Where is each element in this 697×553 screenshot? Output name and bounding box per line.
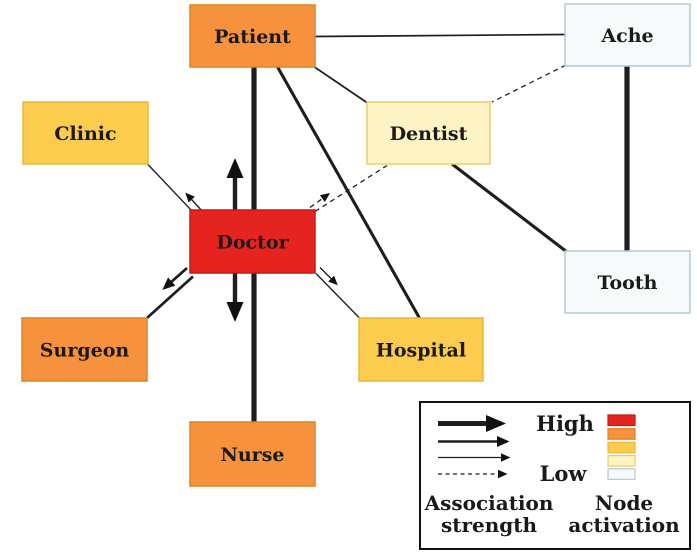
node-dentist-box [366, 101, 491, 165]
edge-clinic-doctor [146, 163, 193, 212]
legend-swatch-low [607, 468, 636, 480]
node-dentist-label: Dentist [390, 123, 468, 145]
node-clinic-label: Clinic [54, 123, 116, 145]
node-clinic: Clinic [22, 101, 149, 165]
legend-caption-activation: activation [568, 513, 680, 537]
edge-patient-ache [314, 33, 566, 38]
edge-doctor-surgeon [146, 275, 194, 320]
node-doctor: Doctor [189, 209, 316, 274]
edge-ache-dentist [491, 64, 567, 103]
node-tooth-label: Tooth [598, 272, 658, 294]
arrows-layer [162, 158, 338, 322]
node-tooth-box [564, 250, 691, 314]
node-clinic-box [22, 101, 149, 165]
legend-caption-strength: strength [441, 513, 538, 537]
node-surgeon-box [21, 317, 148, 382]
node-patient-label: Patient [214, 26, 291, 48]
node-ache-label: Ache [600, 25, 653, 47]
legend-swatch-mid [607, 441, 636, 454]
node-surgeon-label: Surgeon [40, 340, 130, 362]
legend-swatch-medhigh [607, 428, 636, 440]
legend-high-label: High [536, 411, 594, 436]
node-doctor-box [189, 209, 316, 274]
node-patient: Patient [189, 4, 316, 68]
legend-box [419, 401, 691, 550]
edge-patient-hospital [275, 65, 422, 320]
node-hospital-box [358, 317, 484, 382]
node-patient-box [189, 4, 316, 68]
node-nurse: Nurse [189, 421, 316, 487]
node-surgeon: Surgeon [21, 317, 148, 382]
node-hospital: Hospital [358, 317, 484, 382]
arrow-doctor-to-clinic [185, 192, 204, 213]
nodes-layer: Patient Ache Clinic Dentist Doctor Tooth… [21, 3, 691, 487]
edge-patient-dentist [312, 65, 370, 105]
node-ache: Ache [564, 3, 691, 67]
arrow-doctor-to-hospital [319, 267, 338, 286]
legend-caption-association: Association [424, 491, 554, 515]
node-nurse-box [189, 421, 316, 487]
arrow-doctor-to-dentist [309, 193, 331, 209]
node-tooth: Tooth [564, 250, 691, 314]
arrow-doctor-to-surgeon [162, 266, 188, 290]
node-doctor-label: Doctor [216, 232, 289, 254]
edge-doctor-dentist [314, 164, 388, 213]
legend-low-label: Low [540, 461, 588, 486]
legend-swatch-high [607, 414, 636, 427]
node-dentist: Dentist [366, 101, 491, 165]
legend-caption-node: Node [595, 491, 653, 515]
node-hospital-label: Hospital [376, 340, 466, 362]
node-nurse-label: Nurse [221, 444, 285, 466]
edges-layer [146, 33, 630, 423]
edge-doctor-hospital [315, 273, 361, 319]
legend-swatch-medlow [607, 455, 636, 467]
edge-dentist-tooth [451, 162, 568, 254]
legend: High Low Association strength Node activ… [419, 401, 691, 550]
node-ache-box [564, 3, 691, 67]
